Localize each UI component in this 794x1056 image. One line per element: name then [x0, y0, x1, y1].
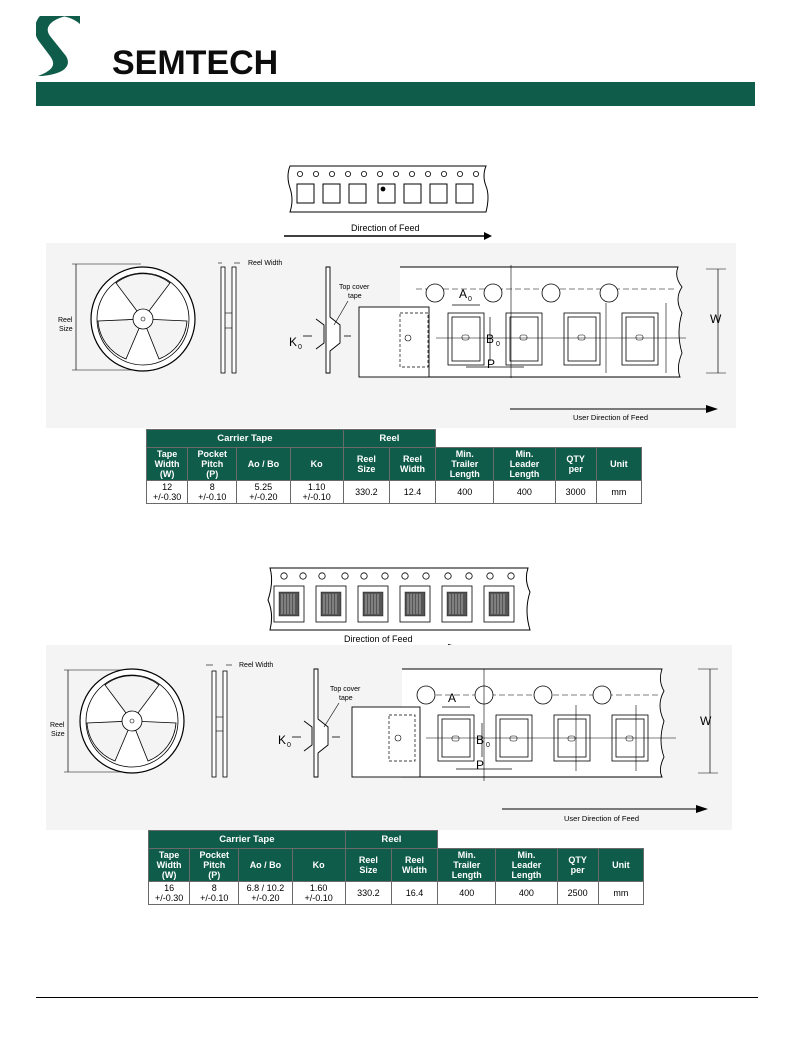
a0-sub-1: 0 [468, 296, 472, 303]
table2-cell: 400 [437, 881, 497, 905]
a0-label-1: A [459, 287, 467, 301]
table2-cell: 2500 [556, 881, 599, 905]
table2-header-cell: Ko [291, 848, 346, 882]
w-label-1: W [710, 312, 722, 326]
reel-diagram-1: Reel Size Reel Width K 0 Top cover tape [46, 243, 736, 428]
table2-group-reel: Reel [344, 830, 439, 849]
table1-header-cell: Unit [595, 447, 643, 481]
tape-strip-1: Direction of Feed [280, 162, 500, 244]
table1-cell: 400 [435, 480, 495, 504]
b0-sub-1: 0 [496, 341, 500, 348]
user-feed-label-2: User Direction of Feed [564, 814, 639, 823]
k0-sub-1: 0 [298, 344, 302, 351]
k0-label-2: K [278, 733, 286, 747]
reel-diagram-2: Reel Size Reel Width K 0 Top cover tape [46, 645, 732, 830]
p-label-1: P [487, 357, 495, 371]
reel-size-label-2a: Reel [50, 722, 65, 729]
top-cover-label-2a: Top cover [330, 686, 361, 693]
table2-cell: 330.2 [344, 881, 392, 905]
a-label-2: A [448, 691, 456, 705]
top-cover-label-1a: Top cover [339, 284, 370, 291]
user-feed-label-1: User Direction of Feed [573, 413, 648, 422]
reel-size-label-1b: Size [59, 326, 73, 333]
feed-label-2: Direction of Feed [344, 634, 413, 644]
table1-cell: 400 [493, 480, 556, 504]
footer-divider [36, 997, 758, 998]
b0-label-2: B [476, 733, 484, 747]
w-label-2: W [700, 714, 712, 728]
table1-cell: 8+/-0.10 [187, 480, 238, 504]
table2-cell: 16.4 [390, 881, 439, 905]
table2-group-carrier: Carrier Tape [148, 830, 346, 849]
table1-cell: 3000 [554, 480, 597, 504]
reel-width-label-1: Reel Width [248, 260, 282, 267]
top-cover-label-1b: tape [348, 293, 362, 300]
semtech-logo-mark [34, 16, 80, 76]
header-band [36, 82, 755, 106]
p-label-2: P [476, 758, 484, 772]
k0-sub-2: 0 [287, 742, 291, 749]
table1-cell: 12.4 [388, 480, 437, 504]
table1-cell: 1.10+/-0.10 [289, 480, 344, 504]
table2-header-cell: Unit [597, 848, 645, 882]
table2-cell: 6.8 / 10.2+/-0.20 [238, 881, 293, 905]
reel-size-label-1a: Reel [58, 317, 73, 324]
reel-width-label-2: Reel Width [239, 662, 273, 669]
table1-group-carrier: Carrier Tape [146, 429, 344, 448]
semtech-logo: SEMTECH [34, 16, 281, 82]
table1-cell: 5.25+/-0.20 [236, 480, 291, 504]
b0-label-1: B [486, 332, 494, 346]
table2-cell: 16+/-0.30 [147, 881, 191, 905]
table1-cell: mm [595, 480, 643, 504]
table1-group-reel: Reel [342, 429, 437, 448]
table2-cell: mm [597, 881, 645, 905]
b0-sub-2: 0 [486, 742, 490, 749]
table1-cell: 330.2 [342, 480, 390, 504]
table2-header-cell: Ao / Bo [238, 848, 293, 882]
k0-label-1: K [289, 335, 297, 349]
table2-cell: 8+/-0.10 [189, 881, 240, 905]
tape-strip-2: Direction of Feed [264, 564, 534, 654]
table2-cell: 1.60+/-0.10 [291, 881, 346, 905]
reel-size-label-2b: Size [51, 731, 65, 738]
table1-header-cell: Ao / Bo [236, 447, 291, 481]
company-name: SEMTECH [112, 44, 279, 82]
feed-label-1: Direction of Feed [351, 223, 420, 233]
table2-cell: 400 [495, 881, 558, 905]
table1-cell: 12+/-0.30 [145, 480, 189, 504]
top-cover-label-2b: tape [339, 695, 353, 702]
table1-header-cell: Ko [289, 447, 344, 481]
